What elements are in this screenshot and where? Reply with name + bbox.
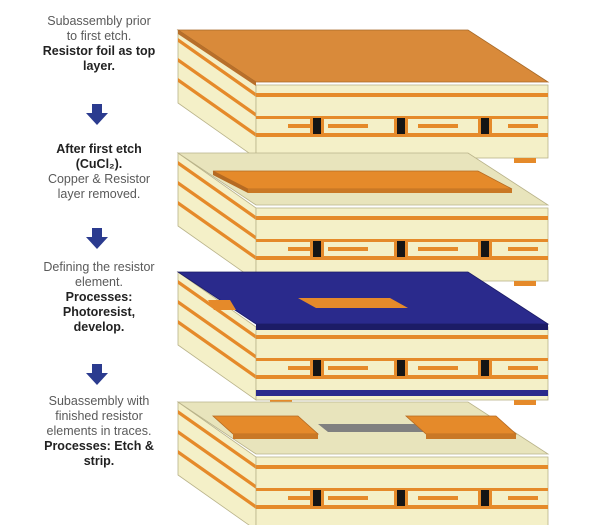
step-4-line-5: strip. (83, 454, 115, 468)
step-2-line-2: (CuCl₂). (75, 157, 123, 171)
step-2-line-3: Copper & Resistor (47, 172, 151, 186)
stage-1-resistor-foil (176, 29, 550, 83)
step-1-line-3: Resistor foil as top (42, 44, 156, 58)
step-1-line-2: to first etch. (66, 29, 132, 43)
step-1-line-1: Subassembly prior (47, 14, 151, 28)
step-3-line-4: Photoresist, (62, 305, 136, 319)
step-4-line-3: elements in traces. (46, 424, 152, 438)
step-4-line-4: Processes: Etch & (44, 439, 154, 453)
stage-2-copper-strip (212, 170, 513, 190)
stage-3-photoresist (176, 271, 550, 406)
stage-4-right-pad (404, 415, 518, 435)
stage-4-resistor-element (318, 424, 428, 432)
step-1-line-4: layer. (83, 59, 115, 73)
stage-1-foil-stack (176, 29, 550, 164)
step-2-line-1: After first etch (56, 142, 142, 156)
step-1-caption: Subassembly prior to first etch. Resisto… (14, 14, 184, 74)
step-4-line-2: finished resistor (55, 409, 143, 423)
stage-2-after-etch (176, 152, 550, 287)
down-arrow-icon-2 (86, 228, 108, 249)
step-4-line-1: Subassembly with (48, 394, 150, 408)
stage-3-resistor-window (298, 298, 408, 308)
step-3-line-5: develop. (73, 320, 125, 334)
step-2-line-4: layer removed. (57, 187, 141, 201)
step-3-line-1: Defining the resistor (43, 260, 155, 274)
stage-4-finished (176, 401, 550, 525)
step-3-caption: Defining the resistor element. Processes… (14, 260, 184, 335)
step-2-caption: After first etch (CuCl₂). Copper & Resis… (14, 142, 184, 202)
step-3-line-3: Processes: (65, 290, 133, 304)
step-3-line-2: element. (75, 275, 123, 289)
down-arrow-icon-1 (86, 104, 108, 125)
down-arrow-icon-3 (86, 364, 108, 385)
step-4-caption: Subassembly with finished resistor eleme… (14, 394, 184, 469)
